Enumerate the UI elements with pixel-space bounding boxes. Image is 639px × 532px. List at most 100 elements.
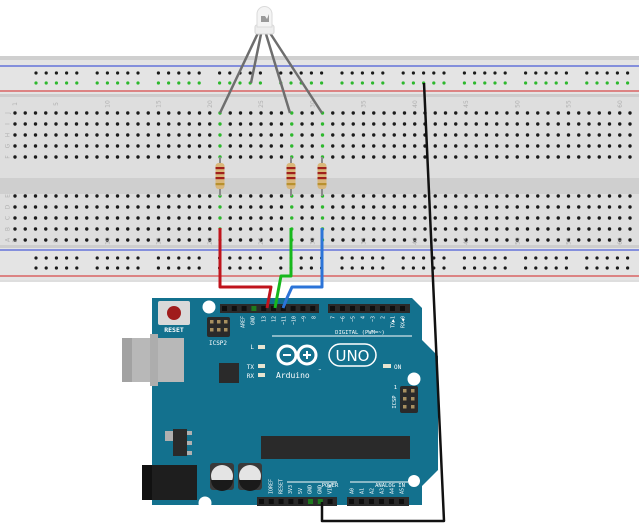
rail-hole[interactable] [105,266,109,270]
rail-hole[interactable] [360,71,364,75]
breadboard-hole[interactable] [197,194,202,198]
breadboard-hole[interactable] [64,216,68,220]
header-pin[interactable] [340,306,345,311]
breadboard-hole[interactable] [13,216,17,220]
breadboard-hole[interactable] [136,133,140,137]
breadboard-hole[interactable] [454,205,458,209]
breadboard-hole[interactable] [546,122,550,126]
breadboard-hole[interactable] [167,194,171,198]
breadboard-hole[interactable] [85,155,89,159]
breadboard-hole[interactable] [167,122,171,126]
breadboard-hole[interactable] [23,144,27,148]
header-pin[interactable] [251,306,257,311]
rail-hole[interactable] [524,71,528,75]
breadboard-hole[interactable] [126,227,130,231]
breadboard-hole[interactable] [167,144,171,148]
rail-hole[interactable] [167,71,171,75]
breadboard-hole[interactable] [269,144,273,148]
breadboard-hole[interactable] [126,144,130,148]
breadboard-hole[interactable] [495,227,499,231]
breadboard-hole[interactable] [74,227,79,231]
breadboard-hole[interactable] [54,205,58,209]
breadboard-hole[interactable] [607,111,612,115]
breadboard-hole[interactable] [546,216,550,220]
rail-hole[interactable] [524,81,528,85]
header-pin[interactable] [359,499,364,504]
rail-hole[interactable] [34,256,38,260]
rail-hole[interactable] [177,71,181,75]
breadboard-hole[interactable] [495,144,499,148]
breadboard-hole[interactable] [413,144,417,148]
breadboard-hole[interactable] [433,155,437,159]
breadboard-hole[interactable] [74,122,79,126]
breadboard-hole[interactable] [13,238,17,242]
header-pin[interactable] [350,306,355,311]
breadboard-hole[interactable] [361,194,366,198]
rail-hole[interactable] [65,81,69,85]
breadboard-hole[interactable] [228,133,232,137]
breadboard-hole[interactable] [382,133,386,137]
rail-hole[interactable] [34,266,38,270]
breadboard-hole[interactable] [433,227,437,231]
breadboard-hole[interactable] [597,227,601,231]
breadboard-hole[interactable] [259,111,263,115]
rail-hole[interactable] [360,256,364,260]
rail-hole[interactable] [544,71,548,75]
rail-hole[interactable] [554,256,558,260]
breadboard-hole[interactable] [126,238,130,242]
rail-hole[interactable] [605,266,609,270]
breadboard-hole[interactable] [126,111,130,115]
rail-hole[interactable] [564,256,569,260]
breadboard-hole[interactable] [187,227,191,231]
rail-hole[interactable] [534,81,538,85]
breadboard-hole[interactable] [105,227,109,231]
breadboard-hole[interactable] [392,227,396,231]
rail-hole[interactable] [167,81,171,85]
breadboard-hole[interactable] [156,216,161,220]
rail-hole[interactable] [105,71,109,75]
breadboard-hole[interactable] [628,144,632,148]
breadboard-hole[interactable] [536,133,540,137]
breadboard-hole[interactable] [64,227,68,231]
breadboard-hole[interactable] [566,205,571,209]
breadboard-hole[interactable] [146,238,150,242]
breadboard-hole[interactable] [597,155,601,159]
breadboard-hole[interactable] [433,194,437,198]
breadboard-hole[interactable] [115,111,120,115]
breadboard-hole[interactable] [372,194,376,198]
breadboard-hole[interactable] [618,227,622,231]
rail-hole[interactable] [156,266,160,270]
rail-hole[interactable] [136,256,140,260]
breadboard-hole[interactable] [413,122,417,126]
breadboard-hole[interactable] [279,111,284,115]
rail-hole[interactable] [493,71,497,75]
breadboard-hole[interactable] [44,194,48,198]
breadboard-hole[interactable] [156,205,161,209]
breadboard-hole[interactable] [44,227,48,231]
breadboard-hole[interactable] [536,227,540,231]
breadboard-hole[interactable] [259,205,263,209]
header-pin[interactable] [290,306,296,311]
breadboard-hole[interactable] [392,216,396,220]
breadboard-hole[interactable] [628,205,632,209]
breadboard-hole[interactable] [177,216,181,220]
header-pin[interactable] [390,306,395,311]
breadboard-hole[interactable] [577,205,581,209]
breadboard-hole[interactable] [146,144,150,148]
rail-hole[interactable] [248,266,252,270]
breadboard-hole[interactable] [454,133,458,137]
breadboard-hole[interactable] [177,194,181,198]
rail-hole[interactable] [289,81,293,85]
breadboard-hole[interactable] [187,111,191,115]
breadboard-hole[interactable] [33,111,38,115]
breadboard-hole[interactable] [95,155,99,159]
rail-hole[interactable] [605,256,609,260]
breadboard-hole[interactable] [238,155,243,159]
rail-hole[interactable] [105,256,109,260]
breadboard-hole[interactable] [115,144,120,148]
breadboard-hole[interactable] [259,155,263,159]
breadboard-hole[interactable] [464,133,468,137]
breadboard-hole[interactable] [105,122,109,126]
breadboard-hole[interactable] [536,122,540,126]
breadboard-hole[interactable] [85,216,89,220]
